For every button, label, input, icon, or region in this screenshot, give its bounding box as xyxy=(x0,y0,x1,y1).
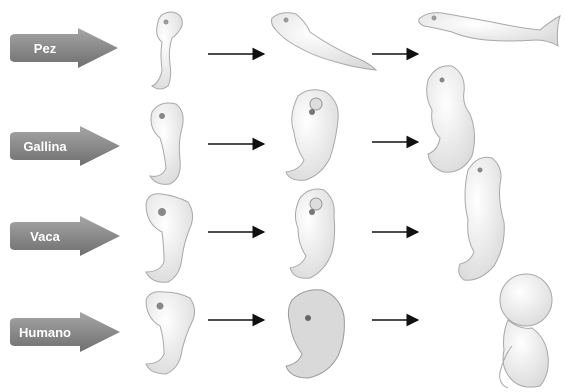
row-label-vaca: Vaca xyxy=(12,222,78,252)
embryo-icon xyxy=(290,189,335,278)
embryo-icon xyxy=(150,103,183,184)
embryo-icon xyxy=(272,13,377,70)
embryo-icon xyxy=(500,274,552,388)
embryo-icon xyxy=(419,13,560,46)
embryo-icon xyxy=(146,292,195,374)
embryo-icon xyxy=(286,290,344,378)
embryo-icon xyxy=(427,66,475,172)
embryo-icon xyxy=(152,12,182,89)
embryo-icon xyxy=(286,90,338,181)
row-label-humano: Humano xyxy=(12,318,78,348)
row-label-gallina: Gallina xyxy=(12,132,78,162)
embryo-icon xyxy=(459,157,505,280)
row-label-pez: Pez xyxy=(12,34,78,64)
embryo-icon xyxy=(146,194,193,283)
